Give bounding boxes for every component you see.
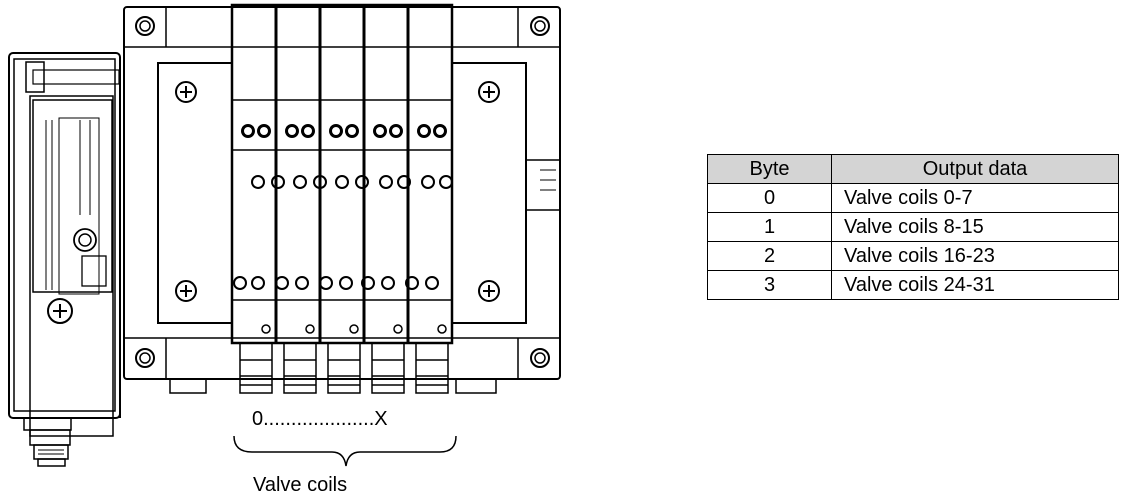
table-row: 1 Valve coils 8-15: [707, 212, 1119, 242]
table-row: 2 Valve coils 16-23: [707, 241, 1119, 271]
manifold-base: [123, 6, 561, 380]
module-screw-icon: [47, 298, 73, 324]
output-cell: Valve coils 0-7: [831, 183, 1119, 213]
mount-hole-icon: [135, 348, 155, 368]
output-cell: Valve coils 16-23: [831, 241, 1119, 271]
byte-cell: 0: [707, 183, 832, 213]
table-header-row: Byte Output data: [707, 154, 1119, 184]
connector-icon: [73, 228, 97, 252]
byte-column-header: Byte: [707, 154, 832, 184]
mount-hole-icon: [135, 16, 155, 36]
output-data-table: Byte Output data 0 Valve coils 0-7 1 Val…: [707, 154, 1119, 300]
byte-cell: 2: [707, 241, 832, 271]
output-cell: Valve coils 24-31: [831, 270, 1119, 300]
table-row: 0 Valve coils 0-7: [707, 183, 1119, 213]
mount-hole-icon: [530, 16, 550, 36]
mount-hole-icon: [530, 348, 550, 368]
valve-range-label: 0....................X: [252, 408, 388, 430]
valve-manifold-drawing: [8, 3, 561, 467]
valve-coils-brace: [233, 435, 457, 467]
output-cell: Valve coils 8-15: [831, 212, 1119, 242]
valve-stack: [230, 3, 454, 345]
table-row: 3 Valve coils 24-31: [707, 270, 1119, 300]
output-fittings: [169, 342, 497, 394]
valve-manifold-figure: 0....................X Valve coils: [8, 3, 561, 496]
serial-module: [8, 52, 121, 467]
output-column-header: Output data: [831, 154, 1119, 184]
byte-cell: 1: [707, 212, 832, 242]
byte-cell: 3: [707, 270, 832, 300]
valve-coils-label: Valve coils: [253, 474, 348, 496]
